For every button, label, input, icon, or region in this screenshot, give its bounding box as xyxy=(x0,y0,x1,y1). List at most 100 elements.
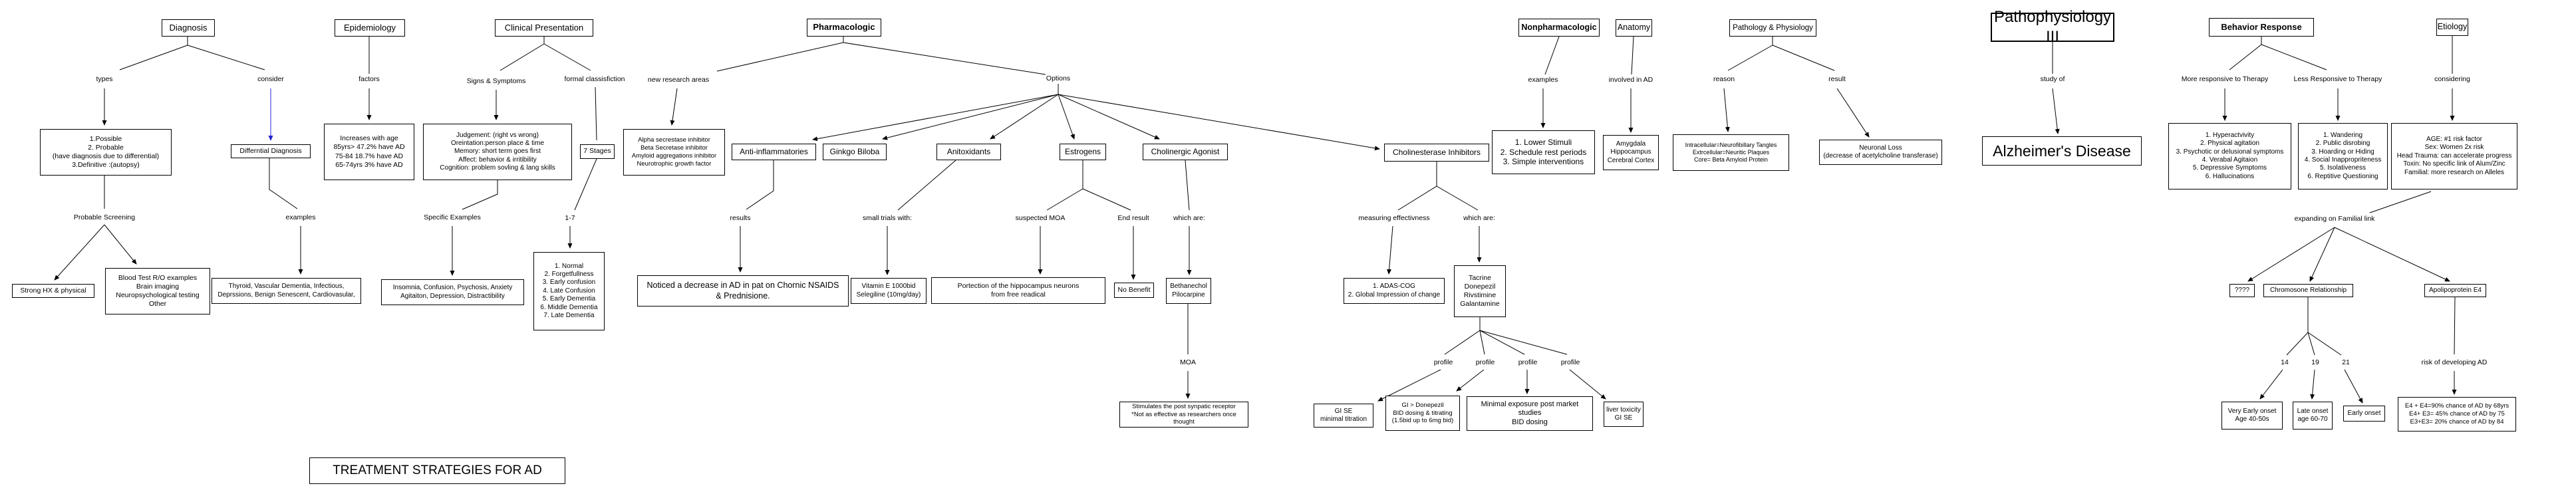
arrow-edge-79 xyxy=(2309,227,2335,282)
etiology-box-node[interactable]: AGE: #1 risk factor Sex: Women 2x risk H… xyxy=(2391,123,2517,189)
examples-dx-label: examples xyxy=(285,213,316,221)
factors-label: factors xyxy=(358,75,380,83)
insomnia-examples-node[interactable]: Insomnia, Confusion, Psychosis, Anxiety … xyxy=(381,279,524,305)
treatment-title-node[interactable]: TREATMENT STRATEGIES FOR AD xyxy=(309,457,565,484)
arrow-edge-28 xyxy=(990,94,1059,140)
arrow-edge-69 xyxy=(2052,88,2060,134)
stages-list-node[interactable]: 1. Normal 2. Forgetfullness 3. Early con… xyxy=(533,252,605,330)
no-benefit-node[interactable]: No Benefit xyxy=(1114,283,1154,298)
more-responsive-box-node[interactable]: 1. Hyperactvivity 2. Physical agitation … xyxy=(2168,123,2291,189)
protection-box-node[interactable]: Portection of the hippocampus neurons fr… xyxy=(931,277,1105,304)
early-onset-node[interactable]: Early onset xyxy=(2343,406,2385,422)
profile-1-label: profile xyxy=(1433,358,1453,366)
cholinergic-agonist-node[interactable]: Cholinergic Agonist xyxy=(1143,144,1228,160)
gi-se-node[interactable]: GI SE minimal titration xyxy=(1314,404,1373,428)
signs-symptoms-box-node[interactable]: Judgement: (right vs wrong) Oreintation:… xyxy=(423,124,572,180)
new-research-box-node[interactable]: Alpha secrestase inhibitor Beta Secretas… xyxy=(623,129,725,176)
line-edge-13 xyxy=(500,43,545,71)
nonpharmacologic-hdr-node[interactable]: Nonpharmacologic xyxy=(1518,19,1600,37)
more-responsive-label: More responsive to Therapy xyxy=(2181,75,2269,83)
blood-test-node[interactable]: Blood Test R/O examples Brain imaging Ne… xyxy=(105,268,210,314)
line-edge-22 xyxy=(716,42,844,72)
arrow-edge-27 xyxy=(882,94,1059,140)
nsaids-result-node[interactable]: Noticed a decrease in AD in pat on Chorn… xyxy=(637,275,849,307)
line-edge-52 xyxy=(1479,330,1485,355)
neuronal-loss-node[interactable]: Neuronal Loss (decrease of acetylcholine… xyxy=(1819,140,1942,165)
less-responsive-box-node[interactable]: 1. Wandering 2. Public disrobing 3. Hoar… xyxy=(2298,123,2388,189)
lower-stimuli-node[interactable]: 1. Lower Stimuli 2. Schedule rest period… xyxy=(1492,130,1595,174)
alzheimers-disease-node[interactable]: Alzheimer's Disease xyxy=(1982,136,2142,166)
diagnosis-hdr-node[interactable]: Diagnosis xyxy=(162,19,215,37)
line-edge-23 xyxy=(843,42,1046,75)
strong-hx-node[interactable]: Strong HX & physical xyxy=(12,284,94,298)
anti-inflammatories-node[interactable]: Anti-inflammatories xyxy=(732,144,816,160)
stimulates-box-node[interactable]: Stimulates the post synpatic receptor *N… xyxy=(1119,402,1248,428)
involved-in-ad-label: involved in AD xyxy=(1608,76,1653,84)
profile-3-label: profile xyxy=(1518,358,1538,366)
estrogens-node[interactable]: Estrogens xyxy=(1060,144,1106,160)
end-result-label: End result xyxy=(1117,214,1149,222)
clinical-hdr-node[interactable]: Clinical Presentation xyxy=(495,19,593,37)
profile-4-label: profile xyxy=(1560,358,1580,366)
unknown-box-node[interactable]: ???? xyxy=(2229,284,2255,297)
arrow-edge-29 xyxy=(1058,94,1075,140)
etiology-hdr-node[interactable]: Etiology xyxy=(2436,19,2468,36)
seven-stages-node[interactable]: 7 Stages xyxy=(580,144,615,159)
intracellular-box-node[interactable]: Intracellular=Neurofibillary Tangles Ext… xyxy=(1673,134,1789,171)
pathophysiology-title-node[interactable]: Pathophysiology III xyxy=(1991,8,2114,46)
specific-examples-label: Specific Examples xyxy=(424,213,481,221)
gi-donepezil-node[interactable]: GI > Donepezil BID dosing & titrating (1… xyxy=(1385,396,1460,431)
epidemiology-hdr-node[interactable]: Epidemiology xyxy=(335,19,405,37)
line-edge-83 xyxy=(2307,332,2315,356)
line-edge-2 xyxy=(187,45,265,70)
line-edge-61 xyxy=(1631,36,1634,75)
arrow-edge-86 xyxy=(2310,369,2315,400)
vitamin-e-node[interactable]: Vitamin E 1000bid Selegiline (10mg/day) xyxy=(851,278,927,304)
chromosome-box-node[interactable]: Chromosone Relationship xyxy=(2263,284,2353,297)
amygdala-box-node[interactable]: Amygdala Hippocampus Cerebral Cortex xyxy=(1603,135,1659,170)
cholinesterase-inhibitors-node[interactable]: Cholinesterase Inhibitors xyxy=(1384,144,1489,162)
minimal-exposure-node[interactable]: Minimal exposure post market studies BID… xyxy=(1467,396,1593,431)
arrow-edge-30 xyxy=(1058,94,1160,140)
arrow-edge-58 xyxy=(1569,369,1606,400)
e4-risk-box-node[interactable]: E4 + E4=90% chance of AD by 68yrs E4+ E3… xyxy=(2398,397,2516,432)
liver-toxicity-node[interactable]: liver toxicity GI SE xyxy=(1604,402,1644,427)
apolipoprotein-box-node[interactable]: Apolipoprotein E4 xyxy=(2424,284,2486,297)
antioxidants-node[interactable]: Anitoxidants xyxy=(936,144,1001,160)
late-onset-node[interactable]: Late onset age 60-70 xyxy=(2293,402,2333,430)
line-edge-59 xyxy=(1544,36,1560,75)
line-edge-41 xyxy=(1185,160,1190,211)
line-edge-17 xyxy=(574,158,597,211)
pathology-physiology-hdr-node[interactable]: Pathology & Physiology xyxy=(1729,19,1816,37)
very-early-onset-node[interactable]: Very Early onset Age 40-50s xyxy=(2221,402,2283,430)
chromosome-21-label: 21 xyxy=(2342,358,2350,366)
anatomy-hdr-node[interactable]: Anatomy xyxy=(1616,19,1652,37)
arrow-edge-24 xyxy=(670,88,678,126)
differential-diagnosis-node[interactable]: Differntial Diagnosis xyxy=(231,144,311,158)
age-factors-node[interactable]: Increases with age 85yrs> 47.2% have AD … xyxy=(324,124,414,180)
bethanechol-node[interactable]: Bethanechol Pilocarpine xyxy=(1166,278,1211,304)
line-edge-88 xyxy=(2454,297,2456,355)
chromosome-19-label: 19 xyxy=(2311,358,2319,366)
line-edge-47 xyxy=(1436,186,1479,211)
behavior-hdr-node[interactable]: Behavior Response xyxy=(2209,18,2314,37)
tacrine-list-node[interactable]: Tacrine Donepezil Rivstimine Galantamine xyxy=(1454,265,1506,317)
thyroid-examples-node[interactable]: Thyroid, Vascular Dementia, Infectious, … xyxy=(212,278,361,304)
line-edge-37 xyxy=(1046,188,1083,211)
profile-2-label: profile xyxy=(1475,358,1495,366)
diagnosis-types-node[interactable]: 1.Possible 2. Probable (have diagnosis d… xyxy=(40,129,172,176)
formal-classification-label: formal classisfiction xyxy=(564,75,625,83)
ginkgo-biloba-node[interactable]: Ginkgo Biloba xyxy=(823,144,887,160)
which-are-2-label: which are: xyxy=(1463,214,1495,222)
line-edge-32 xyxy=(746,160,774,210)
small-trials-label: small trials with: xyxy=(862,214,913,222)
adas-cog-node[interactable]: 1. ADAS-COG 2. Global Impression of chan… xyxy=(1344,278,1445,304)
pharmacologic-hdr-node[interactable]: Pharmacologic xyxy=(807,19,881,37)
arrow-edge-31 xyxy=(1058,94,1380,151)
risk-of-ad-label: risk of developing AD xyxy=(2421,358,2488,366)
types-label: types xyxy=(96,75,113,83)
options-label: Options xyxy=(1046,74,1071,82)
consider-label: consider xyxy=(257,75,284,83)
line-edge-53 xyxy=(1479,330,1525,355)
